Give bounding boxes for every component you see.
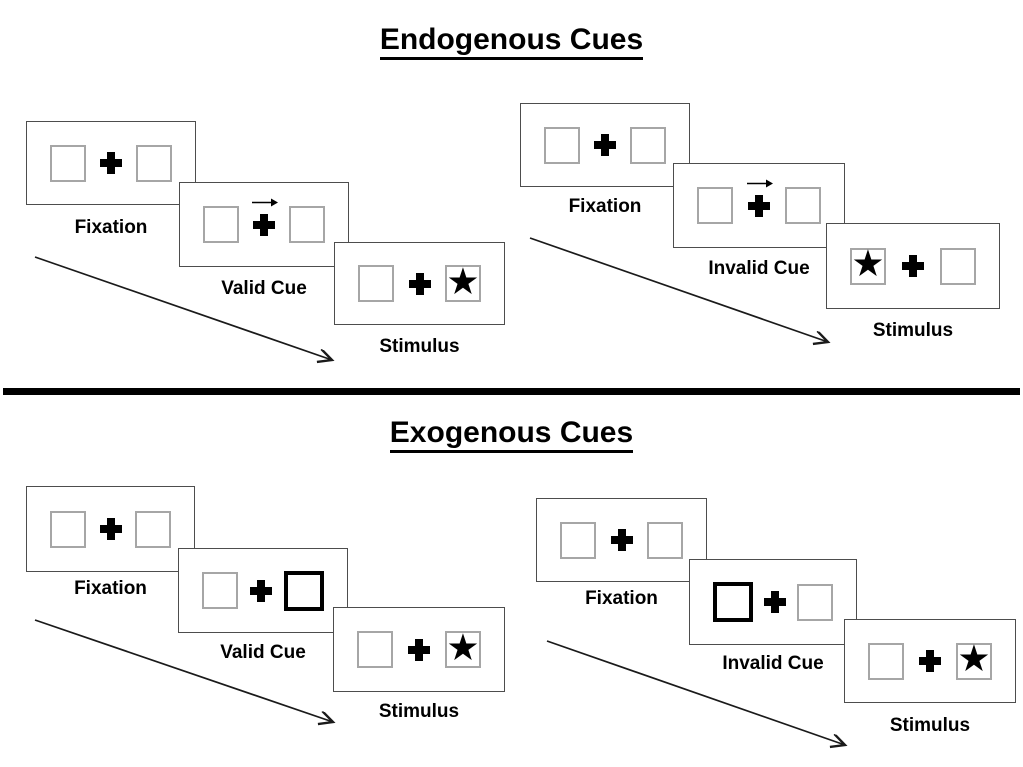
- placeholder-box-right: [136, 144, 172, 182]
- placeholder-box-left: [697, 187, 733, 224]
- timeline-arrow-endogenous-invalid: [529, 237, 836, 350]
- panel-label: Stimulus: [872, 320, 954, 341]
- panel-label: Stimulus: [379, 336, 460, 357]
- target-box-right: ★: [445, 625, 481, 669]
- panel-endogenous-invalid-stimulus: ★: [826, 223, 1000, 309]
- panel-exogenous-valid-fixation: [26, 486, 195, 572]
- target-star-icon: ★: [446, 625, 480, 669]
- placeholder-box-right: [135, 510, 171, 548]
- fixation-cross-icon: [919, 650, 941, 672]
- placeholder-box-left: [203, 206, 239, 243]
- target-star-icon: ★: [851, 242, 885, 285]
- highlighted-cue-box-left: [713, 582, 753, 622]
- placeholder-box-right: [785, 187, 821, 224]
- target-star-icon: ★: [957, 637, 991, 680]
- fixation-cross-icon: [610, 529, 633, 551]
- panel-exogenous-invalid-cue: [689, 559, 857, 645]
- panel-endogenous-valid-stimulus: ★: [334, 242, 505, 325]
- panel-label: Fixation: [74, 217, 148, 238]
- panel-exogenous-valid-stimulus: ★: [333, 607, 505, 692]
- fixation-cross-icon: [748, 194, 770, 217]
- fixation-cross-icon: [594, 134, 616, 156]
- target-box-right: ★: [445, 259, 481, 303]
- fixation-cross-icon: [253, 213, 275, 236]
- panel-label: Valid Cue: [221, 278, 307, 299]
- panel-endogenous-valid-cue: [179, 182, 349, 267]
- placeholder-box-left: [50, 510, 86, 548]
- target-star-icon: ★: [446, 259, 480, 303]
- placeholder-box-left: [868, 642, 904, 680]
- target-box-left: ★: [850, 242, 886, 285]
- placeholder-box-right: [647, 521, 683, 559]
- placeholder-box-left: [50, 144, 86, 182]
- panel-label: Fixation: [74, 578, 147, 599]
- fixation-cross-icon: [250, 579, 272, 602]
- panel-endogenous-valid-fixation: [26, 121, 196, 205]
- placeholder-box-right: [289, 206, 325, 243]
- fixation-cross-icon: [99, 518, 122, 540]
- fixation-cross-icon: [408, 638, 430, 661]
- cue-arrow-right-icon: [252, 198, 278, 206]
- fixation-cross-icon: [408, 272, 431, 295]
- section-divider: [3, 388, 1020, 395]
- placeholder-box-left: [202, 572, 238, 609]
- timeline-arrow-exogenous-valid: [34, 619, 341, 730]
- placeholder-box-left: [357, 631, 393, 668]
- placeholder-box-right: [630, 126, 666, 164]
- panel-label: Valid Cue: [220, 642, 306, 663]
- panel-label: Stimulus: [889, 715, 971, 736]
- placeholder-box-left: [560, 521, 596, 559]
- fixation-cross-icon: [100, 152, 122, 174]
- fixation-cross-icon: [902, 255, 924, 277]
- cue-arrow-right-icon: [747, 179, 773, 187]
- placeholder-box-left: [358, 265, 394, 302]
- panel-exogenous-valid-cue: [178, 548, 348, 633]
- fixation-cross-icon: [764, 591, 786, 613]
- timeline-arrow-exogenous-invalid: [546, 640, 853, 753]
- panel-label: Invalid Cue: [708, 258, 810, 279]
- placeholder-box-right: [797, 583, 833, 621]
- panel-endogenous-invalid-fixation: [520, 103, 690, 187]
- panel-label: Fixation: [568, 196, 642, 217]
- target-box-right: ★: [956, 637, 992, 680]
- panel-label: Invalid Cue: [722, 653, 824, 674]
- highlighted-cue-box-right: [284, 570, 324, 611]
- panel-exogenous-invalid-stimulus: ★: [844, 619, 1016, 703]
- timeline-arrow-endogenous-valid: [34, 256, 340, 368]
- section-title-endogenous: Endogenous Cues: [0, 23, 1023, 60]
- section-title-exogenous: Exogenous Cues: [0, 416, 1023, 453]
- placeholder-box-left: [544, 126, 580, 164]
- panel-exogenous-invalid-fixation: [536, 498, 707, 582]
- placeholder-box-right: [940, 247, 976, 285]
- panel-label: Stimulus: [378, 701, 460, 722]
- panel-endogenous-invalid-cue: [673, 163, 845, 248]
- panel-label: Fixation: [585, 588, 658, 609]
